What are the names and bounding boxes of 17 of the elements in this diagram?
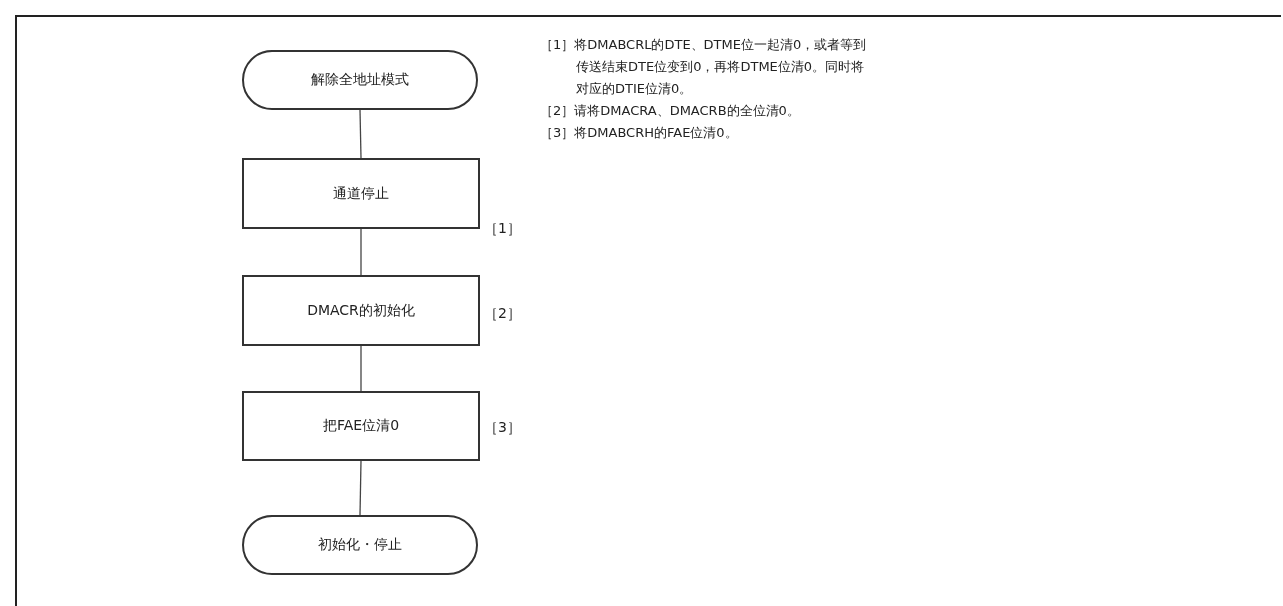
note-text: ［1］将DMABCRL的DTE、DTME位一起清0，或者等到传送结束DTE位变到0，再将DTME位清0。同时将对应的DTIE位清0。 <box>540 36 868 98</box>
connector-line <box>360 228 362 276</box>
node-text: 解除全地址模式 <box>311 71 409 89</box>
node-text: 把FAE位清0 <box>322 417 400 435</box>
note-text: ［2］请将DMACRA、DMACRB的全位清0。 <box>540 102 801 120</box>
terminal-box <box>242 515 478 575</box>
node-text: 初始化・停止 <box>318 536 402 554</box>
node-text: 通道停止 <box>333 184 389 203</box>
connector-line <box>359 109 362 159</box>
note-text: ［3］将DMABCRH的FAE位清0。 <box>540 124 739 142</box>
connector-line <box>359 460 362 516</box>
connector-line <box>360 345 362 392</box>
terminal-box <box>242 50 478 110</box>
step-number: ［1］ <box>484 220 521 238</box>
step-number: ［2］ <box>484 305 521 323</box>
node-text: DMACR的初始化 <box>307 301 415 320</box>
step-number: ［3］ <box>484 419 521 437</box>
